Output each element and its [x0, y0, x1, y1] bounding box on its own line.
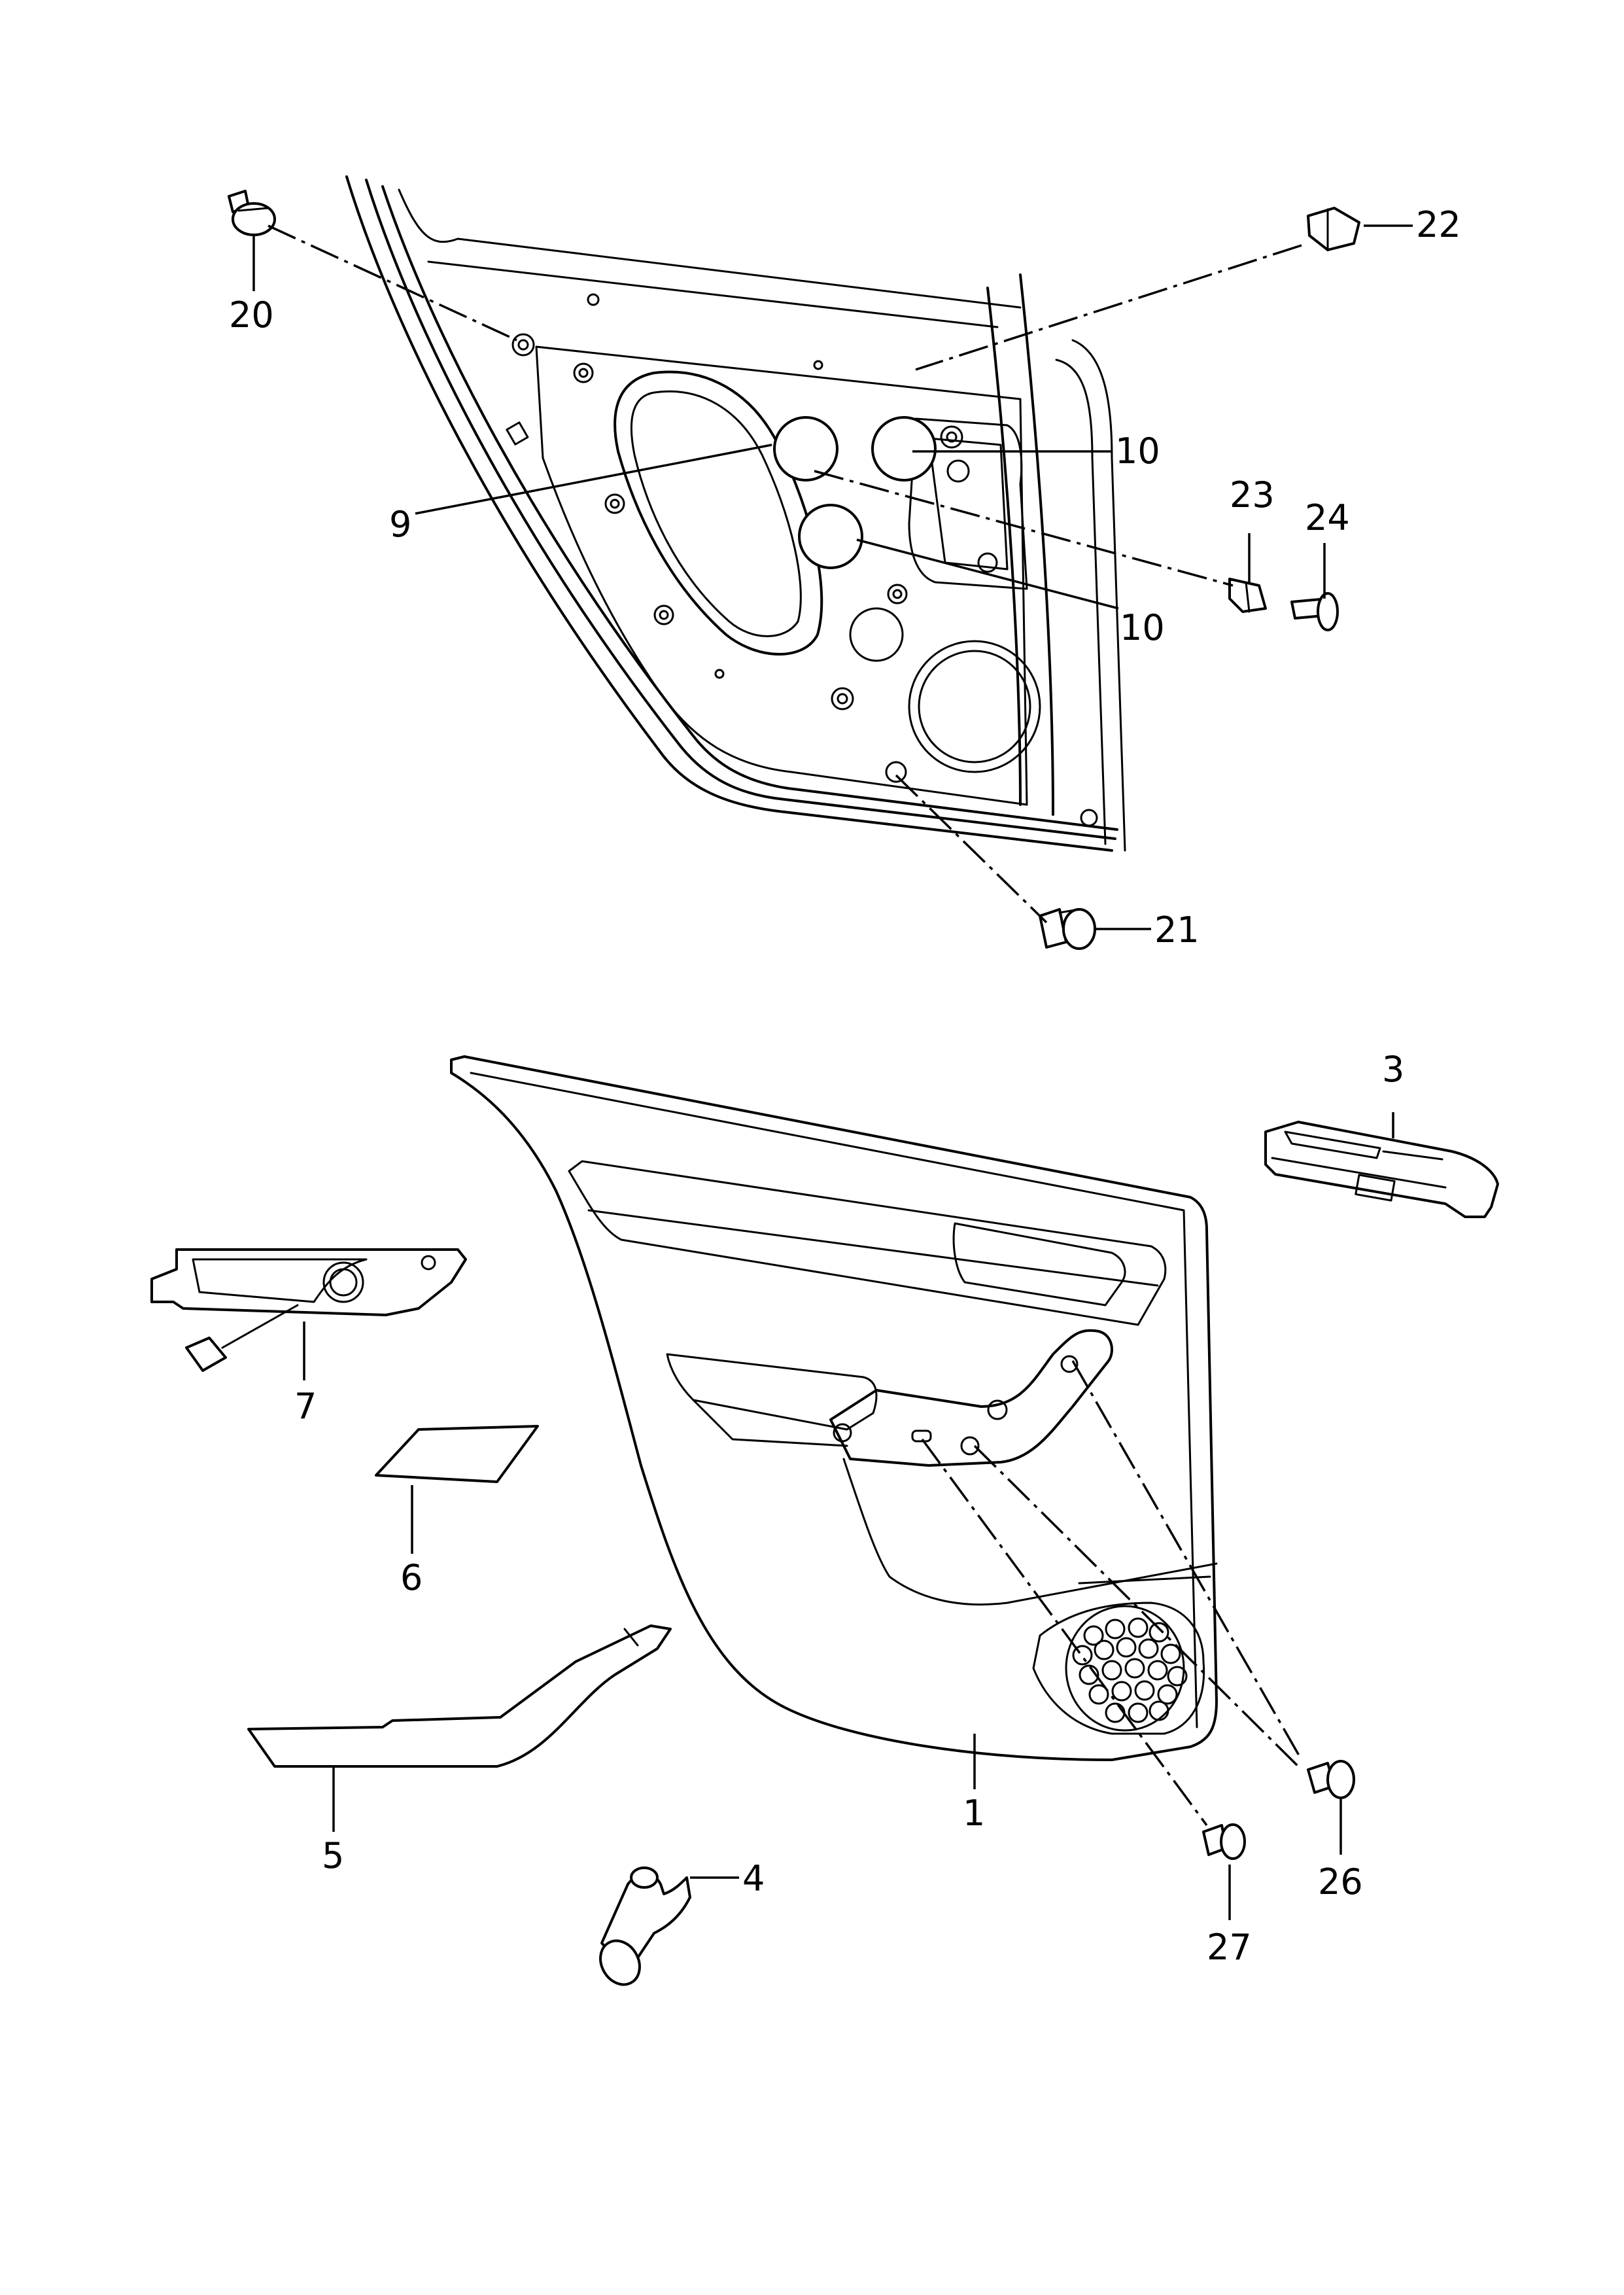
callout-9: 9	[389, 504, 411, 545]
callout-labels: 20 22 10 9 23 24 10 21 3 7 6 1 5 4 26 27	[229, 204, 1461, 1968]
clip-22	[1307, 207, 1360, 251]
leader-lines	[252, 224, 1413, 1920]
callout-7: 7	[294, 1386, 317, 1427]
speaker-grille-mesh	[1072, 1617, 1188, 1723]
callout-3: 3	[1382, 1049, 1404, 1090]
armrest-trim-5	[247, 1624, 672, 1768]
callout-24: 24	[1305, 497, 1350, 538]
window-switch-3	[1264, 1121, 1499, 1218]
callout-6: 6	[400, 1557, 423, 1598]
callout-20: 20	[229, 294, 274, 336]
inner-handle-7	[150, 1248, 467, 1372]
screw-26	[1307, 1760, 1355, 1799]
assembly-dash-lines	[268, 224, 1303, 1827]
screw-27	[1202, 1823, 1246, 1860]
callout-1: 1	[963, 1793, 985, 1834]
callout-5: 5	[322, 1835, 344, 1876]
callout-22: 22	[1416, 204, 1461, 245]
trim-cover-6	[375, 1425, 539, 1483]
clip-20	[228, 190, 276, 236]
callout-10-lower: 10	[1120, 607, 1165, 648]
window-crank-4	[599, 1866, 691, 1986]
door-trim-panel	[450, 1055, 1218, 1761]
door-shell	[345, 175, 1126, 852]
bracket-23	[1228, 578, 1267, 613]
callout-21: 21	[1154, 909, 1200, 951]
callout-23: 23	[1230, 474, 1275, 516]
callout-10-upper: 10	[1115, 430, 1160, 472]
callout-27: 27	[1207, 1927, 1252, 1968]
callout-4: 4	[742, 1858, 765, 1899]
callout-26: 26	[1318, 1861, 1363, 1902]
clip-21	[1039, 908, 1096, 950]
screw-24	[1290, 592, 1339, 631]
